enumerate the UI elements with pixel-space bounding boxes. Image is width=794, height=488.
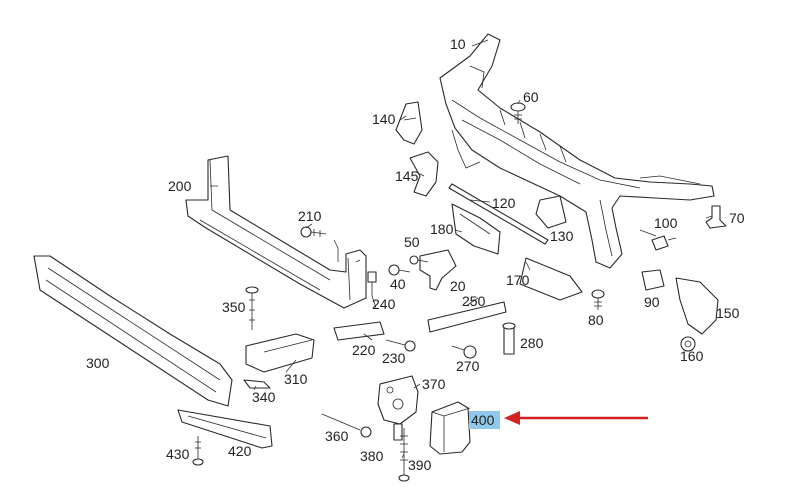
callout-240: 240 [372, 296, 396, 312]
callout-120: 120 [492, 195, 516, 211]
callout-220: 220 [352, 342, 376, 358]
clip-160 [680, 336, 696, 352]
bracket-150 [675, 277, 719, 335]
washer-340 [243, 379, 271, 389]
callout-150: 150 [716, 305, 740, 321]
callout-140: 140 [372, 111, 396, 127]
bolt-230 [385, 339, 416, 352]
callout-10: 10 [450, 36, 466, 52]
bolt-50 [409, 255, 429, 265]
bolt-380 [393, 423, 403, 441]
cover-145 [409, 151, 439, 197]
impact-beam-300 [33, 255, 233, 407]
callout-80: 80 [588, 312, 604, 328]
bolt-390 [398, 428, 410, 482]
callout-400: 400 [471, 412, 495, 428]
leader-lines [210, 39, 713, 459]
callout-labels: 10 60 140 145 200 120 210 180 130 100 70… [86, 36, 745, 473]
callout-180: 180 [430, 221, 454, 237]
bracket-310 [245, 333, 315, 373]
callout-420: 420 [228, 443, 252, 459]
bolt-350 [245, 286, 259, 330]
callout-130: 130 [550, 228, 574, 244]
bracket-370 [377, 375, 419, 425]
bracket-170 [519, 257, 583, 301]
crash-box-420 [177, 409, 273, 449]
highlight-arrow [504, 411, 648, 425]
callout-360: 360 [325, 428, 349, 444]
screw-60 [510, 102, 526, 124]
bolt-270 [451, 345, 477, 359]
callout-340: 340 [252, 389, 276, 405]
callout-170: 170 [506, 272, 530, 288]
bolt-240 [367, 271, 377, 296]
callout-380: 380 [360, 448, 384, 464]
bracket-20 [419, 249, 457, 291]
bracket-140 [395, 101, 423, 145]
callout-430: 430 [166, 446, 190, 462]
callout-70: 70 [729, 210, 745, 226]
bracket-220 [333, 321, 385, 341]
callout-250: 250 [462, 293, 486, 309]
bolt-210 [300, 226, 327, 238]
callout-160: 160 [680, 348, 704, 364]
callout-210: 210 [298, 208, 322, 224]
callout-300: 300 [86, 355, 110, 371]
bracket-250 [427, 301, 507, 333]
bumper-carrier-200 [185, 155, 367, 309]
highlight-box-400 [469, 411, 500, 429]
bolt-430 [192, 436, 204, 466]
callout-370: 370 [422, 376, 446, 392]
callout-50: 50 [404, 234, 420, 250]
callout-145: 145 [395, 168, 419, 184]
callout-20: 20 [450, 278, 466, 294]
callout-40: 40 [390, 276, 406, 292]
callout-350: 350 [222, 299, 246, 315]
callout-200: 200 [168, 178, 192, 194]
nut-90 [641, 269, 665, 291]
callout-230: 230 [382, 350, 406, 366]
callout-270: 270 [456, 358, 480, 374]
air-duct-180 [451, 203, 501, 255]
callout-280: 280 [520, 335, 544, 351]
clip-70 [705, 205, 727, 229]
callout-390: 390 [408, 457, 432, 473]
bolt-40 [388, 264, 411, 276]
callout-90: 90 [644, 294, 660, 310]
radiator-support-frame [439, 33, 715, 269]
foam-block-400 [429, 401, 471, 455]
bracket-130 [535, 195, 567, 229]
callout-310: 310 [284, 371, 308, 387]
bolt-100 [651, 235, 677, 251]
callout-100: 100 [654, 215, 678, 231]
bolt-360 [321, 413, 372, 438]
seal-strip-120 [448, 183, 549, 245]
bolt-280 [502, 322, 516, 355]
screw-80 [591, 289, 605, 310]
callout-60: 60 [523, 89, 539, 105]
